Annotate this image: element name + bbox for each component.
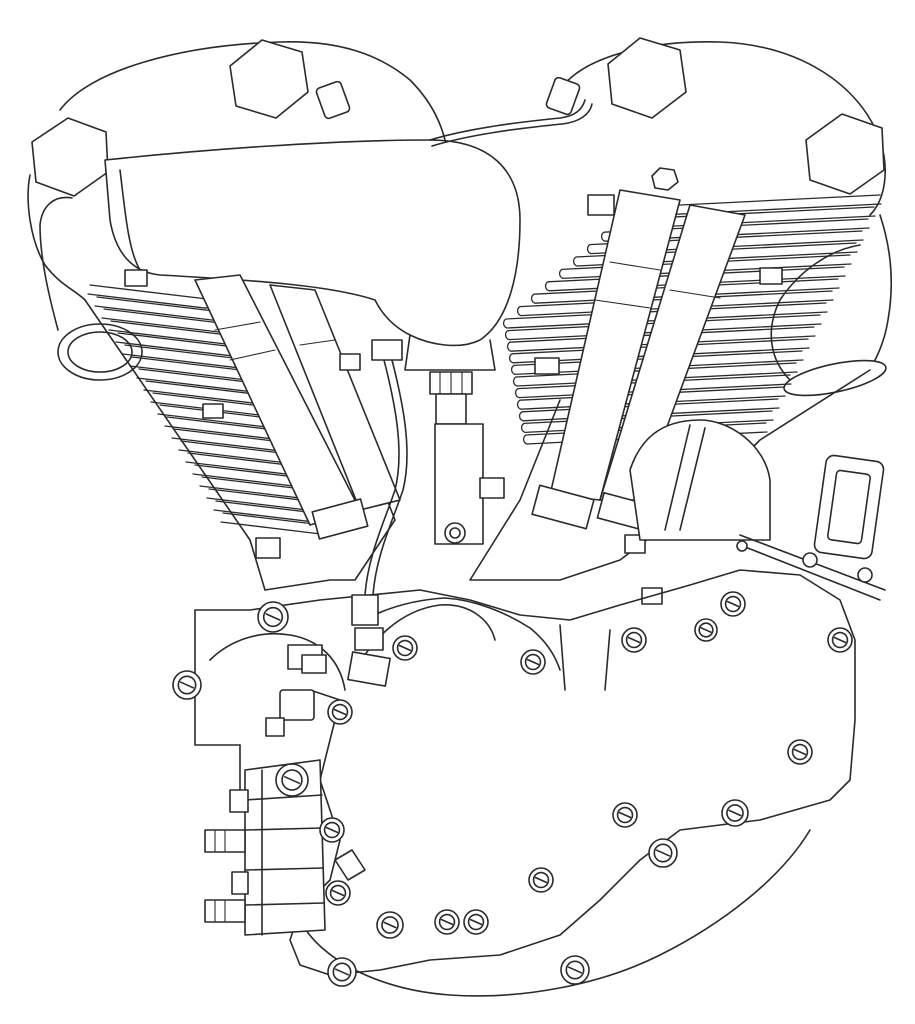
cooling-fin (502, 302, 828, 329)
hex-bolt-head (229, 39, 309, 119)
cooling-fin (558, 254, 852, 280)
slotted-bolt (392, 635, 418, 661)
slotted-bolt (376, 911, 404, 939)
slotted-bolt (787, 739, 813, 765)
fitting (265, 717, 285, 737)
pump-stud (231, 871, 249, 895)
slotted-bolt (257, 601, 289, 633)
cooling-fin (504, 314, 822, 341)
left-port (39, 196, 143, 381)
slotted-bolt (694, 618, 718, 642)
cooling-fin (586, 230, 864, 255)
fitting (301, 654, 327, 674)
slotted-bolt (827, 627, 853, 653)
intake-manifold (104, 139, 521, 545)
cylinder-heads (27, 41, 893, 371)
fitting (315, 80, 351, 120)
right-cylinder-fins (502, 194, 882, 445)
cam-cover (629, 419, 886, 601)
slotted-bolt (463, 909, 489, 935)
left-fittings (265, 594, 391, 737)
slotted-bolt (325, 880, 351, 906)
fitting (354, 627, 384, 651)
cooling-fin (94, 296, 222, 322)
hex-bolt-head (805, 113, 885, 195)
fitting (279, 689, 315, 721)
hex-bolt-head (31, 117, 109, 197)
crankcase (194, 569, 856, 997)
cooling-fin (544, 266, 846, 292)
slotted-bolt (434, 909, 460, 935)
pushrod-nut (531, 484, 595, 530)
slotted-bolt (275, 763, 309, 797)
cooling-fin (514, 374, 792, 399)
cooling-fin (530, 278, 840, 304)
cooling-fin (508, 338, 810, 364)
pushrod-nut (311, 498, 369, 540)
slotted-bolt (720, 591, 746, 617)
cooling-fin (516, 290, 834, 317)
fitting (587, 194, 615, 216)
cooling-fin (506, 326, 816, 352)
oil-lines (364, 99, 593, 596)
primary-cover-outline (299, 829, 811, 997)
slotted-bolt (327, 957, 357, 987)
fitting (339, 353, 361, 371)
timer-box (813, 454, 885, 560)
intake-stem (404, 334, 496, 371)
slotted-bolt (621, 627, 647, 653)
slotted-bolt (319, 817, 345, 843)
slotted-bolt (172, 670, 202, 700)
cooling-fin (518, 398, 780, 422)
slotted-bolt (721, 799, 749, 827)
cooling-fin (600, 218, 870, 242)
cooling-fin (516, 386, 786, 410)
intake-arm-bolt (444, 522, 466, 544)
oil-pump (204, 759, 366, 936)
slotted-bolt (520, 649, 546, 675)
pump-stud (229, 789, 249, 813)
head-bolts (31, 37, 885, 197)
fitting (124, 269, 148, 287)
fitting (545, 76, 581, 116)
crankcase-outline (194, 569, 856, 976)
slotted-bolt (612, 802, 638, 828)
fitting (479, 477, 505, 499)
head-outline (59, 41, 886, 216)
right-head-lower (869, 214, 893, 371)
fitting (255, 537, 281, 559)
left-head-lower (27, 174, 86, 301)
fitting (351, 594, 379, 626)
cooling-fin (87, 284, 211, 309)
fitting (534, 357, 560, 375)
oil-line-left (364, 344, 400, 596)
intake-stud (435, 393, 467, 425)
cooling-fin (520, 410, 774, 434)
left-pushrod-tubes (194, 274, 401, 540)
hex-nut (651, 167, 679, 191)
slotted-bolt (560, 955, 590, 985)
cooling-fin (522, 422, 768, 445)
fitting (347, 651, 391, 687)
fitting (759, 267, 783, 285)
left-exhaust-port (57, 323, 143, 381)
slotted-bolt (528, 867, 554, 893)
cooling-fin (572, 242, 858, 267)
crank-divider (354, 597, 561, 671)
breather-housing (629, 419, 771, 541)
slotted-bolt (327, 699, 353, 725)
right-port (770, 244, 887, 397)
right-exhaust-port (783, 359, 887, 397)
hex-bolt-head (607, 37, 687, 119)
cooling-fin (512, 362, 798, 387)
oil-line-top (429, 99, 586, 141)
fitting (371, 339, 403, 361)
fitting (202, 403, 224, 419)
case-bolts (172, 591, 853, 987)
cooling-fin (510, 350, 804, 376)
slotted-bolt (648, 838, 678, 868)
